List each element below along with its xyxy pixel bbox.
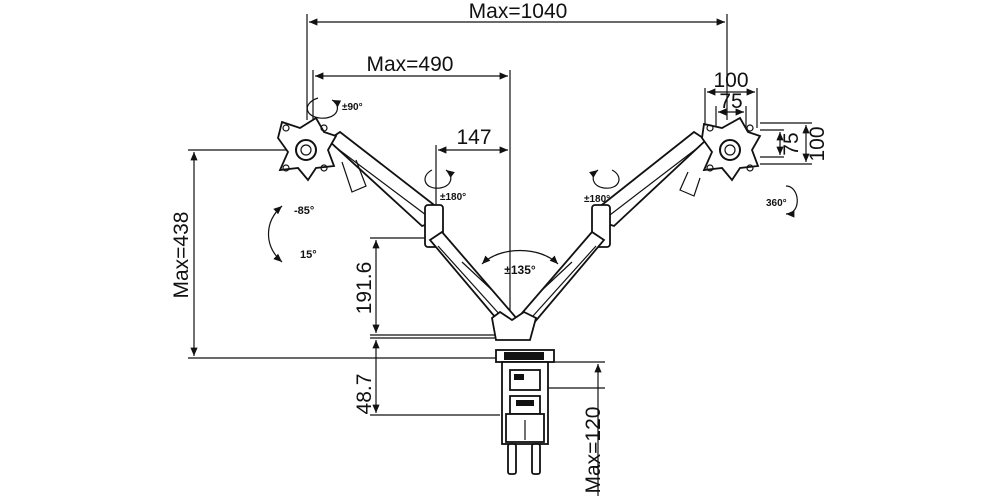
left-swivel-indicator: ±180° [424, 169, 466, 203]
right-swivel-indicator: ±180° [584, 169, 620, 205]
arm-reach-label: Max=490 [367, 53, 454, 76]
right-arm [514, 130, 708, 332]
dimension-arm-offset: 147 [435, 126, 508, 205]
dimension-vesa-horizontal: 100 75 [704, 69, 758, 130]
pole-height-label: 191.6 [353, 262, 376, 315]
clamp-opening-label: Max=120 [582, 407, 605, 494]
right-rotate-label: 360° [766, 198, 787, 209]
left-rotate-indicator: ±90° [306, 97, 363, 119]
vesa-100-v-label: 100 [806, 126, 829, 161]
tilt-indicator: -85° 15° [268, 205, 317, 263]
left-rotate-label: ±90° [342, 102, 363, 113]
dimension-base-height: 48.7 [353, 337, 500, 416]
dimension-max-height: Max=438 [170, 149, 505, 359]
tilt-down-label: 15° [300, 249, 317, 261]
dimension-arm-reach: Max=490 [312, 53, 511, 330]
max-height-label: Max=438 [170, 212, 193, 299]
dimension-vesa-vertical: 75 100 [760, 122, 829, 165]
center-swivel-label: ±135° [504, 263, 536, 277]
dimension-clamp-opening: Max=120 [548, 361, 605, 496]
right-vesa-plate [701, 116, 762, 182]
vesa-75-v-label: 75 [780, 132, 803, 155]
center-hub [491, 310, 538, 341]
desk-clamp [495, 349, 555, 475]
vesa-75-h-label: 75 [719, 90, 742, 113]
tilt-up-label: -85° [294, 205, 314, 217]
base-height-label: 48.7 [353, 374, 376, 415]
center-swivel-indicator: ±135° [481, 249, 559, 277]
dimension-pole-height: 191.6 [353, 237, 505, 336]
right-swivel-label: ±180° [584, 194, 610, 205]
dimension-total-width: Max=1040 [306, 0, 728, 120]
left-swivel-label: ±180° [440, 192, 466, 203]
left-vesa-plate [277, 116, 338, 182]
total-width-label: Max=1040 [469, 0, 568, 23]
arm-offset-label: 147 [456, 126, 491, 149]
left-arm [326, 130, 520, 332]
vesa-100-h-label: 100 [713, 69, 748, 92]
right-rotate-indicator: 360° [766, 185, 798, 218]
